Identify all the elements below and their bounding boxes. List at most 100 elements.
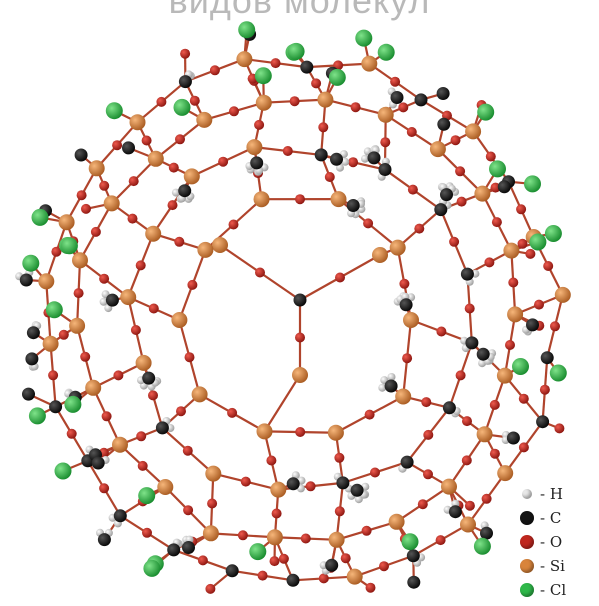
- atom-o: [135, 260, 146, 271]
- atom-cl: [512, 358, 529, 375]
- atom-si: [476, 426, 493, 443]
- atom-c: [330, 152, 343, 166]
- atom-c: [286, 573, 300, 587]
- atom-cl: [287, 42, 305, 60]
- atom-cl: [401, 533, 419, 551]
- atom-o: [399, 278, 410, 289]
- atom-o: [414, 223, 425, 234]
- atom-c: [378, 163, 392, 176]
- atom-o: [48, 370, 59, 381]
- atom-o: [402, 353, 413, 364]
- atom-o: [189, 95, 200, 106]
- atom-c: [178, 184, 192, 198]
- atom-o: [518, 442, 529, 453]
- legend-label: - C: [540, 509, 562, 527]
- atom-c: [390, 91, 404, 104]
- atom-o: [464, 303, 475, 314]
- atom-o: [295, 332, 305, 343]
- atom-o: [348, 157, 359, 168]
- atom-si: [292, 367, 308, 383]
- atom-o: [197, 555, 208, 566]
- atom-c: [336, 476, 350, 490]
- atom-o: [76, 190, 87, 201]
- atom-o: [364, 409, 375, 420]
- atom-cl: [143, 559, 161, 577]
- element-legend: - H- C- O- Si- Cl: [520, 482, 596, 602]
- atom-si: [38, 273, 55, 290]
- atom-si: [441, 478, 457, 495]
- atom-o: [423, 469, 433, 480]
- atom-o: [390, 76, 401, 87]
- atom-o: [505, 340, 515, 350]
- atom-c: [414, 93, 428, 107]
- atom-o: [363, 218, 374, 229]
- atom-si: [507, 306, 524, 323]
- atom-cl: [249, 543, 267, 561]
- atom-si: [58, 214, 75, 231]
- atom-o: [456, 196, 467, 207]
- atom-cl: [524, 175, 541, 193]
- atom-o: [266, 455, 277, 466]
- atom-c: [113, 509, 127, 523]
- atom-c: [407, 575, 421, 589]
- atom-o: [148, 390, 158, 401]
- atom-si: [346, 568, 363, 585]
- atom-o: [99, 273, 110, 284]
- atom-cl: [173, 98, 191, 116]
- atom-c: [122, 141, 135, 155]
- atom-o: [485, 151, 496, 162]
- atom-si: [85, 379, 102, 396]
- atom-o: [318, 122, 329, 133]
- atom-c: [436, 87, 450, 100]
- atom-o: [455, 166, 466, 177]
- atom-h: [99, 297, 108, 306]
- atom-si: [465, 123, 482, 140]
- atom-o: [335, 272, 345, 283]
- legend-label: - O: [540, 533, 563, 551]
- legend-label: - H: [540, 485, 563, 503]
- legend-swatch-cl-icon: [520, 583, 534, 597]
- atom-si: [157, 479, 174, 495]
- atom-si: [183, 168, 200, 185]
- atom-c: [300, 60, 314, 74]
- atom-si: [191, 386, 208, 403]
- atom-si: [317, 91, 334, 108]
- bond: [263, 374, 301, 432]
- atom-o: [525, 248, 536, 259]
- atom-c: [325, 558, 339, 572]
- atom-si: [253, 191, 270, 208]
- atom-si: [202, 525, 219, 542]
- atom-o: [543, 261, 554, 271]
- atom-o: [174, 236, 185, 247]
- atom-o: [66, 428, 77, 439]
- atom-o: [183, 505, 194, 516]
- atom-o: [491, 217, 502, 228]
- atom-si: [197, 241, 214, 258]
- atom-o: [99, 483, 110, 494]
- atom-si: [72, 252, 88, 269]
- atom-si: [196, 111, 213, 128]
- atom-c: [406, 549, 420, 563]
- atom-o: [73, 288, 84, 299]
- legend-item-si: - Si: [520, 554, 596, 578]
- atom-c: [142, 371, 156, 385]
- atom-cl: [477, 103, 495, 121]
- atom-si: [503, 242, 520, 259]
- atom-o: [209, 65, 220, 76]
- legend-swatch-si-icon: [520, 559, 534, 573]
- atom-o: [554, 423, 565, 434]
- atom-o: [180, 48, 191, 59]
- atom-si: [403, 312, 419, 328]
- atom-cl: [473, 537, 491, 555]
- atom-o: [182, 445, 193, 456]
- atom-o: [184, 352, 195, 363]
- legend-label: - Si: [540, 557, 565, 575]
- atom-c: [22, 387, 35, 401]
- atom-o: [380, 137, 391, 148]
- atom-o: [278, 553, 289, 564]
- atom-o: [423, 429, 434, 440]
- legend-swatch-o-icon: [520, 535, 534, 549]
- atom-o: [113, 370, 124, 381]
- atom-c: [105, 293, 119, 307]
- atom-cl: [64, 395, 82, 413]
